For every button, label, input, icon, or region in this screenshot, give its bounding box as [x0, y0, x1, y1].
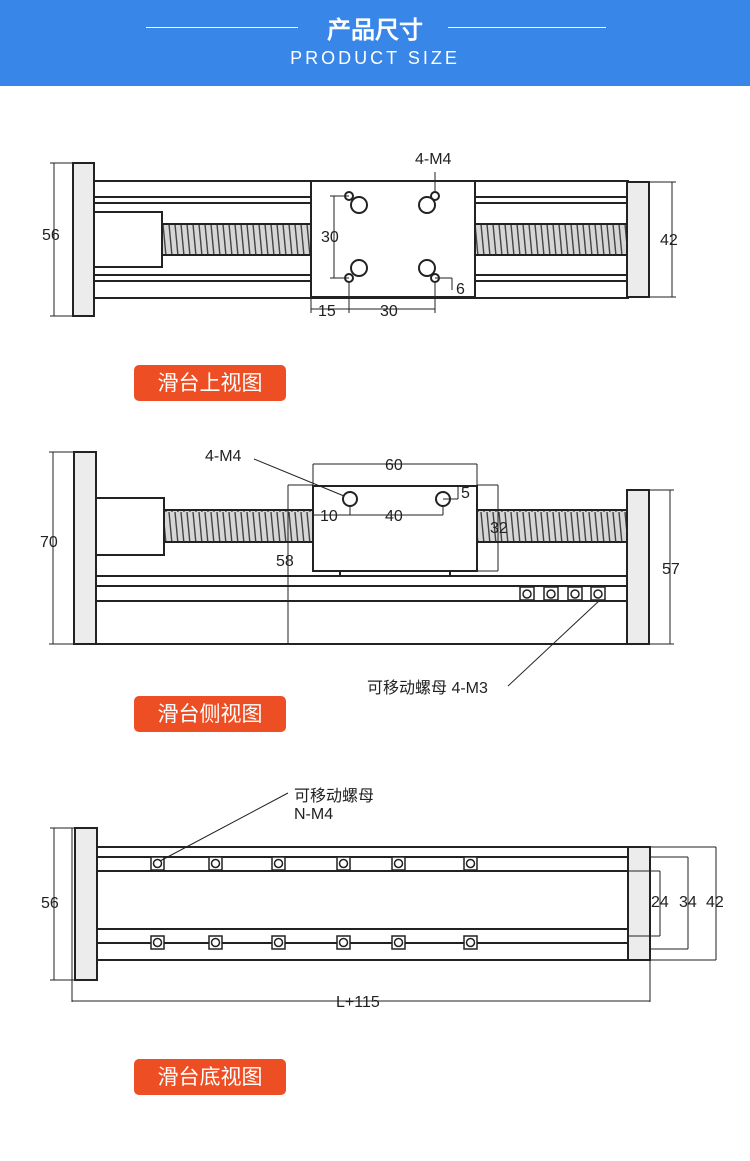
header-right-divider	[448, 27, 606, 28]
side-right-end-plate	[626, 489, 650, 645]
top-dim-rail: 42	[660, 232, 678, 249]
header-title: 产品尺寸	[327, 16, 423, 44]
side-coupler	[95, 497, 165, 556]
side-dim-screw-height: 32	[490, 520, 508, 537]
side-dim-hole-spacing: 40	[385, 508, 403, 525]
top-dim-thread: 4-M4	[415, 151, 452, 168]
side-lead-screw-left	[163, 509, 315, 543]
side-rail-body	[95, 600, 628, 645]
bottom-dimensions	[50, 792, 717, 1002]
header-banner: 产品尺寸 PRODUCT SIZE	[0, 0, 750, 86]
side-rail-top	[95, 575, 628, 587]
header-subtitle: PRODUCT SIZE	[290, 48, 460, 68]
side-dim-hole-top: 5	[461, 485, 470, 502]
side-nuts	[519, 586, 606, 601]
bottom-right-end-plate	[627, 846, 651, 961]
side-left-end-plate	[73, 451, 97, 645]
top-dimensions	[50, 162, 676, 317]
top-lead-screw-right	[474, 223, 628, 256]
top-view-label: 滑台上视图	[134, 365, 286, 401]
bottom-dim-height: 56	[41, 895, 59, 912]
top-dim-hole-vertical: 30	[321, 229, 339, 246]
side-dim-hole-offset: 10	[320, 508, 338, 525]
bottom-rail-lower-slot	[96, 928, 629, 944]
header-left-divider	[146, 27, 298, 28]
side-carriage	[312, 485, 478, 572]
side-dim-total-block: 58	[276, 553, 294, 570]
top-dim-hole-horizontal: 30	[380, 303, 398, 320]
side-dim-thread: 4-M4	[205, 448, 242, 465]
top-coupler	[93, 211, 163, 268]
top-left-end-plate	[72, 162, 95, 317]
bottom-nut-note-line1: 可移动螺母	[294, 787, 374, 805]
bottom-dim-length: L+115	[336, 994, 380, 1011]
bottom-rail-lower-edge	[96, 942, 629, 961]
side-nut-note: 可移动螺母 4-M3	[367, 679, 488, 697]
bottom-view	[50, 792, 717, 1002]
side-dim-height: 70	[40, 534, 58, 551]
bottom-rail-center	[96, 870, 629, 930]
side-dimensions	[49, 451, 674, 687]
top-view	[50, 162, 676, 317]
bottom-dim-outer: 42	[706, 894, 724, 911]
top-hole	[418, 196, 436, 214]
top-hole	[350, 259, 368, 277]
bottom-nuts-upper	[150, 856, 478, 871]
bottom-rail-upper-slot	[96, 856, 629, 872]
bottom-nuts-lower	[150, 935, 478, 950]
top-dim-edge: 6	[456, 281, 465, 298]
top-hole	[418, 259, 436, 277]
bottom-left-end-plate	[74, 827, 98, 981]
side-dim-block-width: 60	[385, 457, 403, 474]
side-dim-right-height: 57	[662, 561, 680, 578]
bottom-dim-inner: 24	[651, 894, 669, 911]
bottom-view-label: 滑台底视图	[134, 1059, 286, 1095]
bottom-nut-note-line2: N-M4	[294, 806, 333, 823]
top-dim-height: 56	[42, 227, 60, 244]
side-view	[49, 451, 674, 687]
side-view-label: 滑台侧视图	[134, 696, 286, 732]
top-right-end-plate	[626, 181, 650, 298]
top-lead-screw-left	[161, 223, 313, 256]
top-dim-hole-offset: 15	[318, 303, 336, 320]
top-hole	[350, 196, 368, 214]
bottom-dim-mid: 34	[679, 894, 697, 911]
